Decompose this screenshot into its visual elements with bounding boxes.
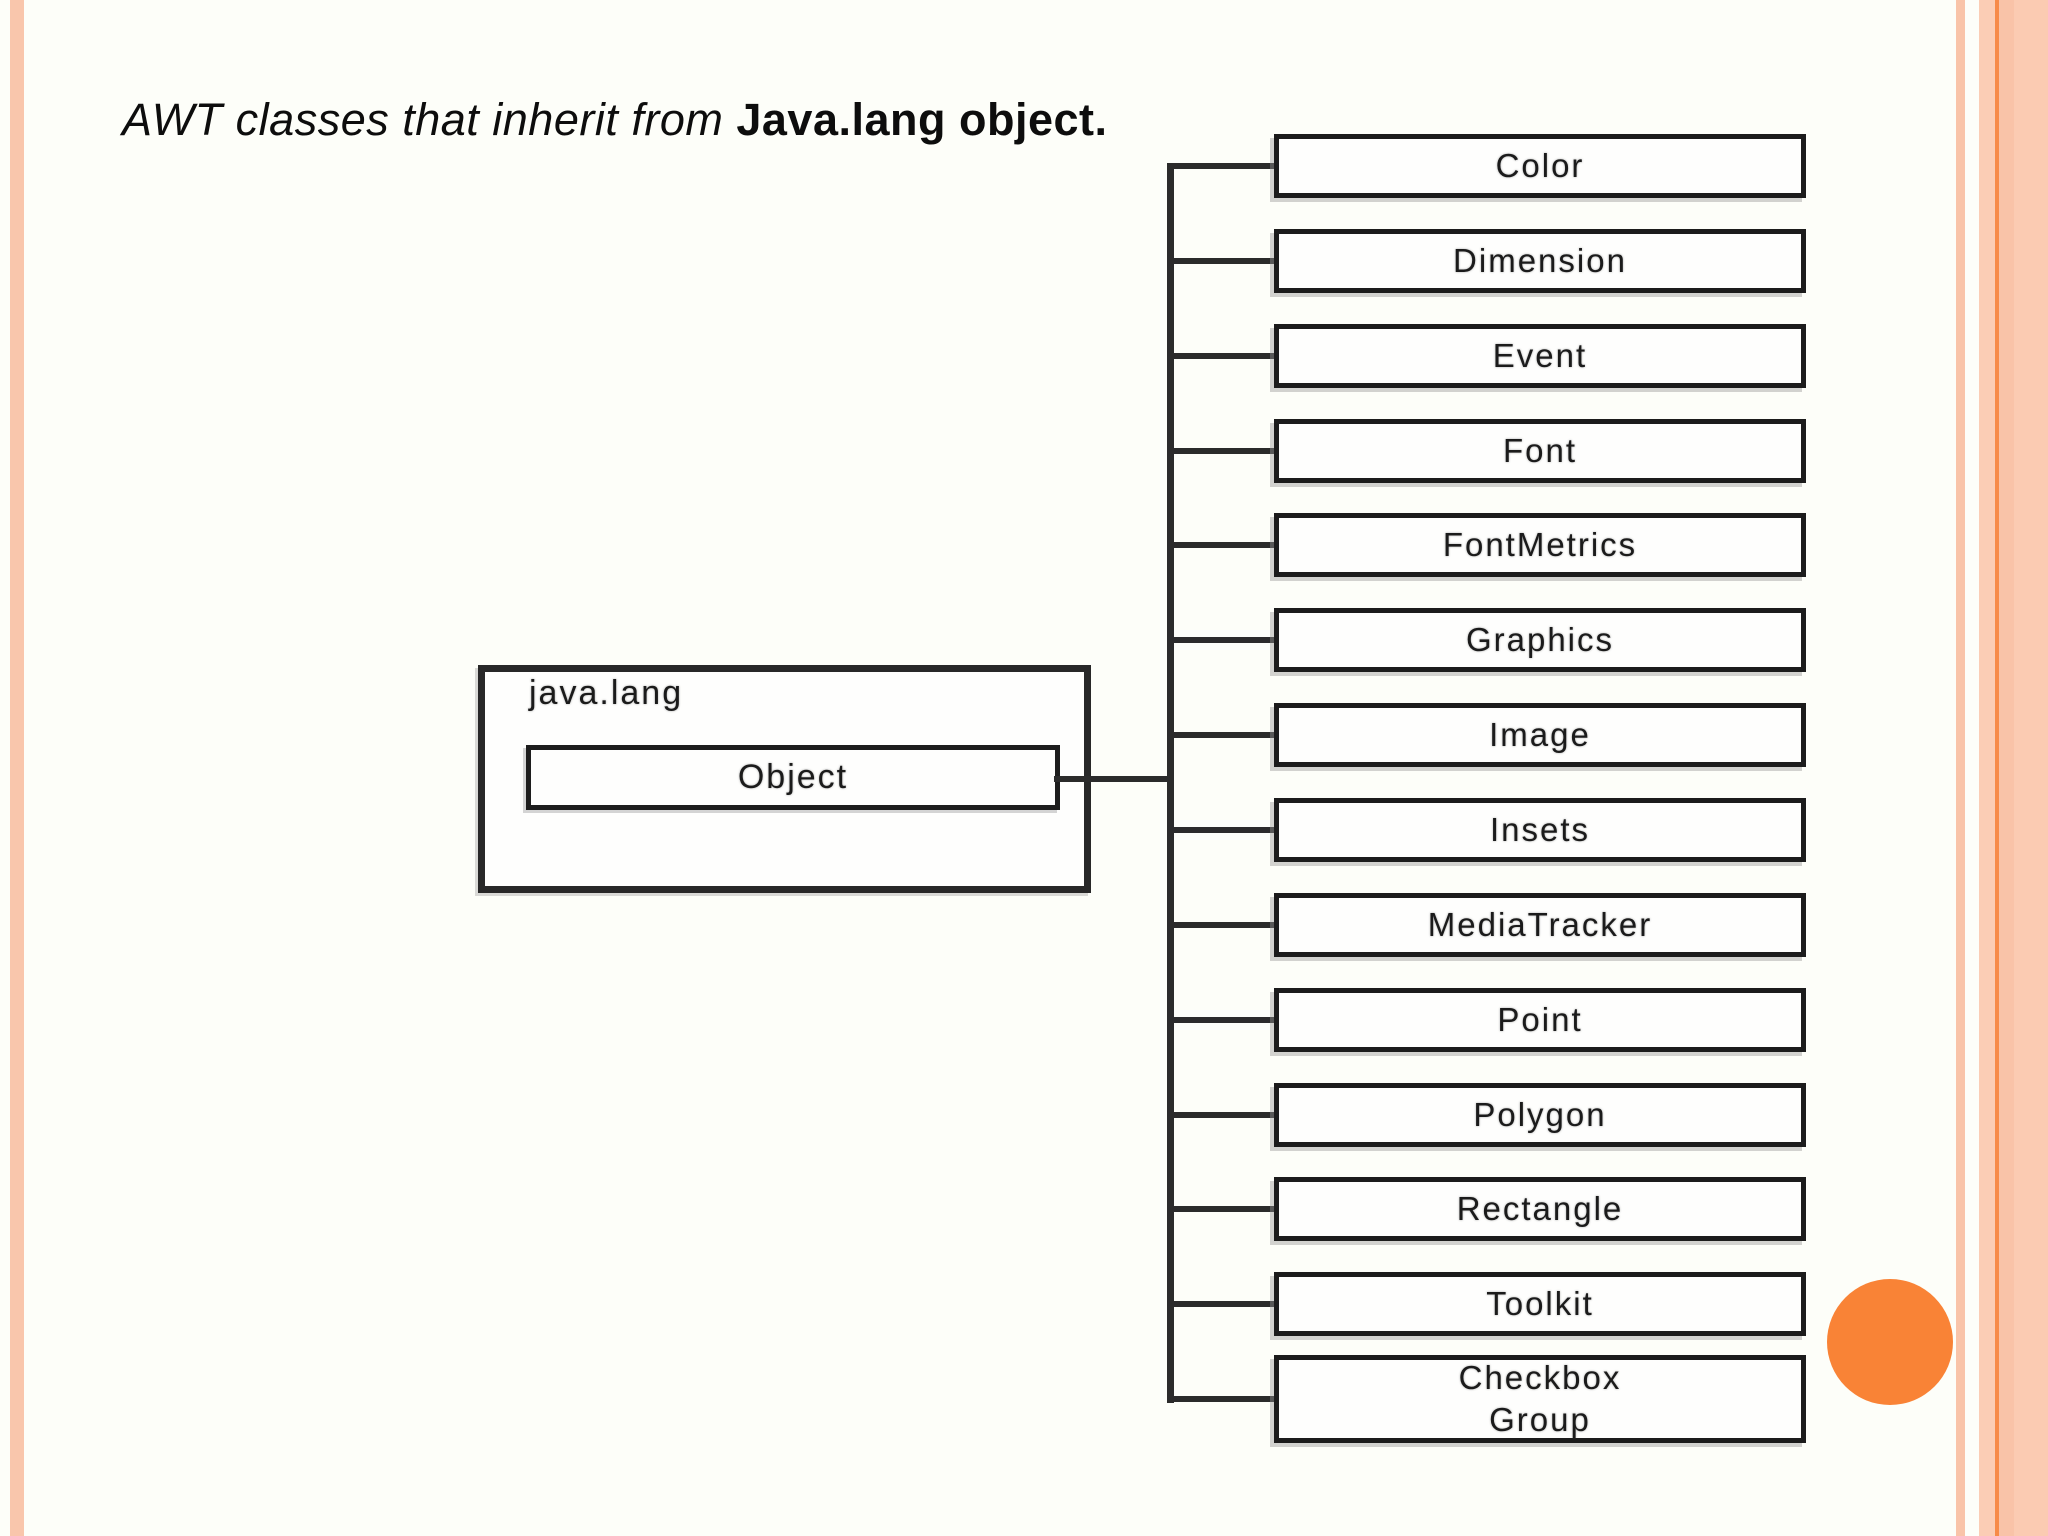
branch-line xyxy=(1170,1206,1274,1212)
branch-line xyxy=(1170,258,1274,264)
package-box: java.lang Object xyxy=(478,665,1091,893)
class-label: Point xyxy=(1497,1000,1583,1038)
class-box: Color xyxy=(1274,134,1806,198)
class-label: Image xyxy=(1489,715,1591,753)
class-label: Rectangle xyxy=(1456,1189,1624,1227)
branch-line xyxy=(1170,827,1274,833)
title-italic-part: AWT classes that inherit from xyxy=(122,94,737,146)
class-box: Rectangle xyxy=(1274,1177,1806,1241)
branch-line xyxy=(1170,637,1274,643)
branch-line xyxy=(1170,1396,1274,1402)
object-label: Object xyxy=(737,758,849,796)
class-label: Font xyxy=(1502,431,1578,469)
branch-line xyxy=(1170,448,1274,454)
branch-line xyxy=(1170,353,1274,359)
accent-circle xyxy=(1827,1279,1953,1405)
left-border-stripe xyxy=(10,0,24,1536)
class-label: MediaTracker xyxy=(1427,905,1653,943)
class-label: Checkbox Group xyxy=(1458,1358,1622,1438)
hierarchy-trunk-line xyxy=(1167,163,1174,1403)
branch-line xyxy=(1170,1017,1274,1023)
class-box: Point xyxy=(1274,988,1806,1052)
branch-line xyxy=(1170,1112,1274,1118)
class-box: FontMetrics xyxy=(1274,513,1806,577)
class-box: Insets xyxy=(1274,798,1806,862)
branch-line xyxy=(1170,542,1274,548)
right-border-outer-band xyxy=(2014,0,2048,1536)
right-border-stripe-thin xyxy=(1956,0,1965,1536)
class-label: Toolkit xyxy=(1486,1284,1594,1322)
page-title: AWT classes that inherit from Java.lang … xyxy=(122,94,1108,146)
class-box: Image xyxy=(1274,703,1806,767)
class-label: Dimension xyxy=(1453,241,1627,279)
class-box: Graphics xyxy=(1274,608,1806,672)
class-box: Polygon xyxy=(1274,1083,1806,1147)
object-box: Object xyxy=(526,745,1060,810)
class-label: FontMetrics xyxy=(1442,525,1638,563)
class-box: Toolkit xyxy=(1274,1272,1806,1336)
object-connector-line xyxy=(1054,776,1170,782)
package-label: java.lang xyxy=(529,674,684,712)
class-box: MediaTracker xyxy=(1274,893,1806,957)
class-label: Insets xyxy=(1489,810,1591,848)
branch-line xyxy=(1170,922,1274,928)
title-bold-part: Java.lang object. xyxy=(736,94,1108,146)
class-label: Event xyxy=(1492,336,1588,374)
class-box: Dimension xyxy=(1274,229,1806,293)
class-box: Event xyxy=(1274,324,1806,388)
right-border-accent-line xyxy=(1995,0,1999,1536)
class-label: Polygon xyxy=(1473,1095,1607,1133)
branch-line xyxy=(1170,732,1274,738)
class-label: Graphics xyxy=(1465,620,1615,658)
branch-line xyxy=(1170,1301,1274,1307)
class-label: Color xyxy=(1495,146,1585,184)
branch-line xyxy=(1170,163,1274,169)
class-box: Checkbox Group xyxy=(1274,1355,1806,1443)
right-border-inner-band xyxy=(1999,0,2014,1536)
class-box: Font xyxy=(1274,419,1806,483)
